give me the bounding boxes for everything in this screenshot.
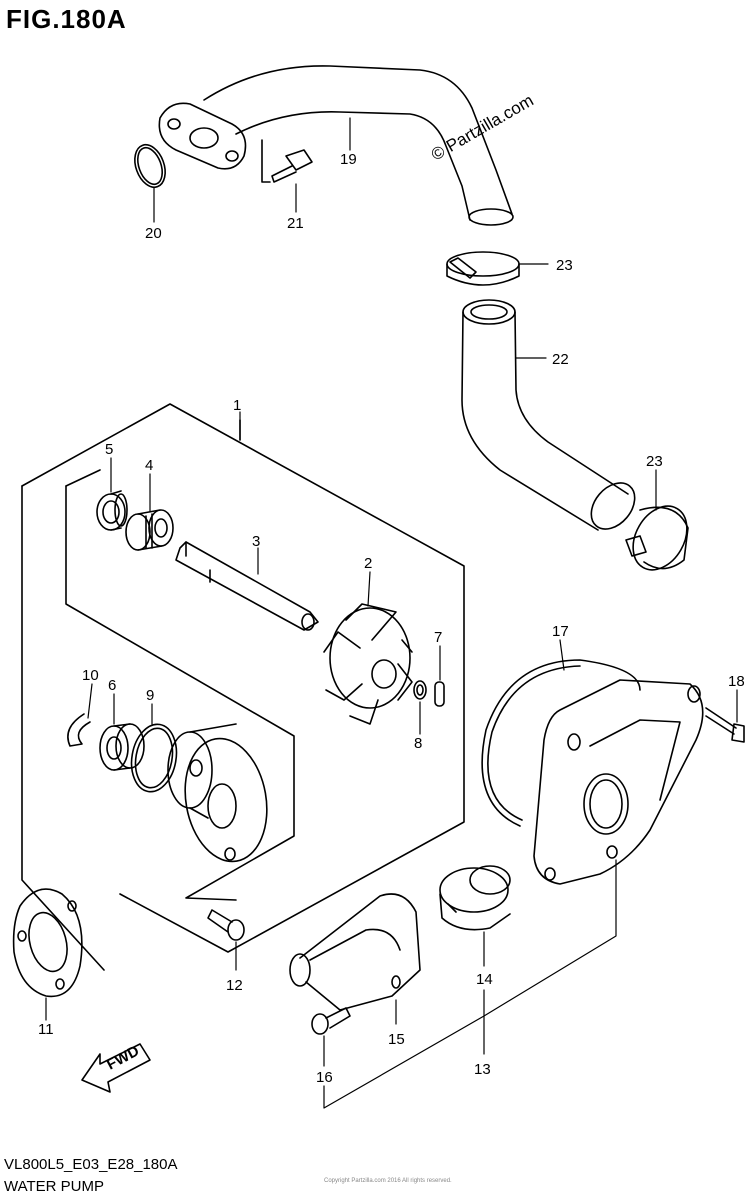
part-5-oil-seal[interactable] bbox=[96, 490, 128, 531]
callout-11: 11 bbox=[38, 1021, 54, 1038]
part-3-shaft[interactable] bbox=[175, 541, 319, 631]
part-7-pin[interactable] bbox=[434, 681, 445, 707]
copyright-fine-print: Copyright Partzilla.com 2016 All rights … bbox=[324, 1178, 452, 1184]
callout-10: 10 bbox=[82, 667, 99, 684]
callout-23-upper: 23 bbox=[556, 257, 573, 274]
leader-lines bbox=[45, 117, 738, 1109]
callout-15: 15 bbox=[388, 1031, 405, 1048]
callout-4: 4 bbox=[145, 457, 153, 474]
diagram-code: VL800L5_E03_E28_180A bbox=[4, 1156, 178, 1173]
part-10-circlip[interactable] bbox=[67, 713, 91, 747]
part-4-mechanical-seal[interactable] bbox=[125, 509, 174, 551]
callout-16: 16 bbox=[316, 1069, 333, 1086]
part-15-thermostat-cap[interactable] bbox=[289, 893, 421, 1011]
callout-17: 17 bbox=[552, 623, 569, 640]
part-19-outlet-pipe[interactable] bbox=[158, 65, 514, 226]
part-9-oring[interactable] bbox=[126, 721, 181, 796]
callout-21: 21 bbox=[287, 215, 304, 232]
callout-9: 9 bbox=[146, 687, 154, 704]
callout-13: 13 bbox=[474, 1061, 491, 1078]
callout-22: 22 bbox=[552, 351, 569, 368]
part-12-screw[interactable] bbox=[207, 909, 245, 941]
callout-23-lower: 23 bbox=[646, 453, 663, 470]
callout-12: 12 bbox=[226, 977, 243, 994]
callout-3: 3 bbox=[252, 533, 260, 550]
part-22-hose[interactable] bbox=[461, 299, 644, 537]
callout-18: 18 bbox=[728, 673, 745, 690]
part-23-upper-clamp[interactable] bbox=[446, 251, 520, 286]
part-21-bolt[interactable] bbox=[261, 139, 313, 183]
callout-5: 5 bbox=[105, 441, 113, 458]
pump-body[interactable] bbox=[167, 723, 276, 868]
part-6-bearing[interactable] bbox=[99, 723, 145, 771]
part-20-oring[interactable] bbox=[129, 141, 170, 192]
fwd-arrow-icon bbox=[81, 1043, 151, 1093]
callout-19: 19 bbox=[340, 151, 357, 168]
callout-labels: 1 2 3 4 5 6 7 8 9 10 11 12 13 14 15 16 1… bbox=[38, 151, 745, 1086]
callout-2: 2 bbox=[364, 555, 372, 572]
callout-8: 8 bbox=[414, 735, 422, 752]
callout-14: 14 bbox=[476, 971, 493, 988]
part-11-gasket[interactable] bbox=[12, 888, 83, 998]
assembly-1-frame bbox=[21, 403, 465, 971]
part-14-thermostat[interactable] bbox=[439, 865, 511, 931]
part-2-impeller[interactable] bbox=[323, 603, 413, 725]
callout-1: 1 bbox=[233, 397, 241, 414]
callout-20: 20 bbox=[145, 225, 162, 242]
part-23-lower-clamp[interactable] bbox=[622, 497, 698, 580]
part-8-washer[interactable] bbox=[413, 680, 427, 700]
part-16-screw[interactable] bbox=[311, 1007, 351, 1035]
part-18-bolt[interactable] bbox=[705, 707, 745, 743]
part-17-oring-large[interactable] bbox=[481, 659, 641, 827]
pump-case[interactable] bbox=[533, 679, 704, 885]
callout-6: 6 bbox=[108, 677, 116, 694]
figure-title: FIG.180A bbox=[6, 4, 127, 34]
callout-7: 7 bbox=[434, 629, 442, 646]
diagram-name: WATER PUMP bbox=[4, 1178, 104, 1195]
